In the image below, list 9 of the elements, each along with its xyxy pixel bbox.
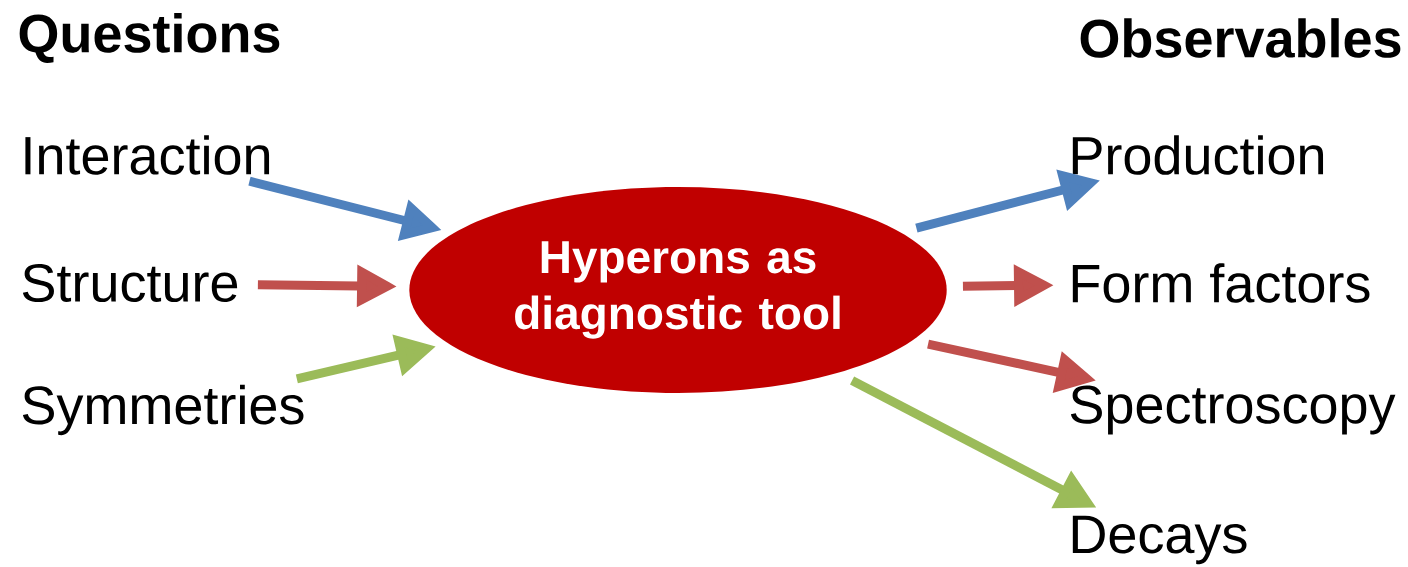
topic-label: Symmetries xyxy=(22,384,304,436)
topic-label: Structure xyxy=(22,263,238,303)
topic-label: Spectroscopy xyxy=(1070,385,1396,435)
column-heading: Observables xyxy=(1080,18,1401,58)
topic-label: Decays xyxy=(1072,515,1247,565)
column-heading: Questions xyxy=(19,13,280,63)
topic-label: Production xyxy=(1072,135,1324,175)
topic-label: Interaction xyxy=(25,135,270,175)
topic-label: Form factors xyxy=(1072,263,1370,303)
